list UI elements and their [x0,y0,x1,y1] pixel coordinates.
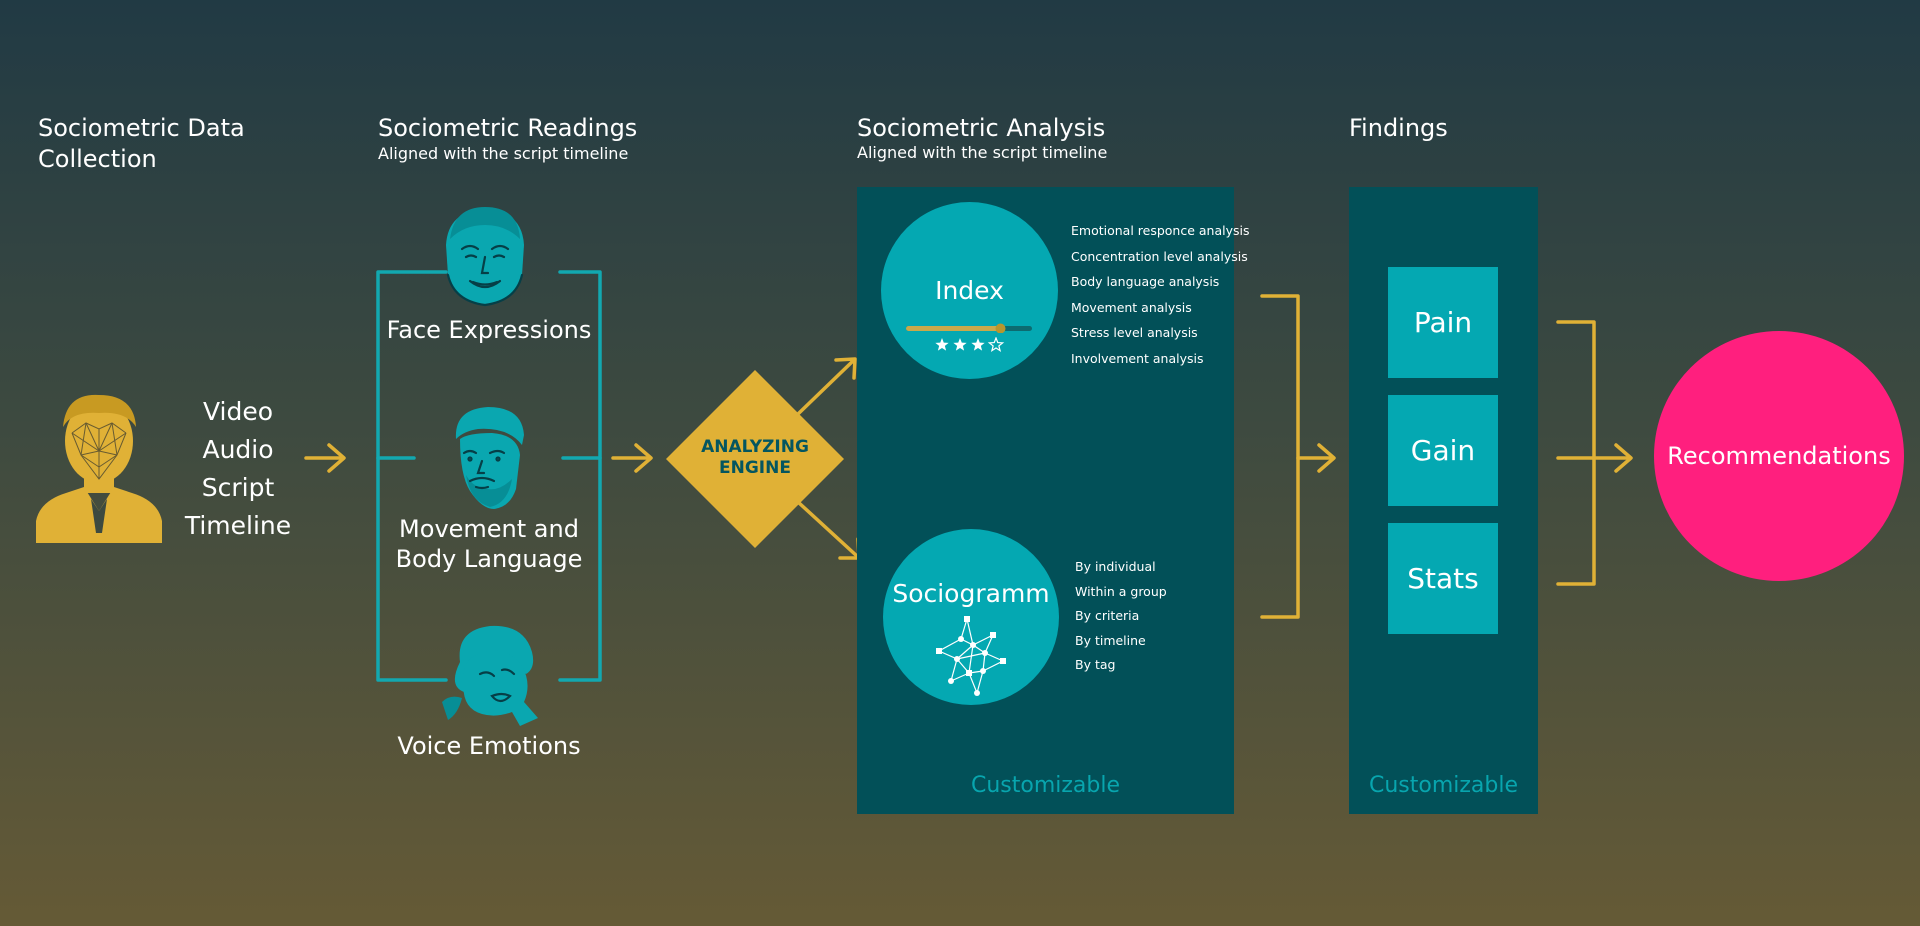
star-filled-icon [971,338,985,351]
person-face-mesh-icon [36,393,162,543]
sociogramm-list: By individual Within a group By criteria… [1075,559,1167,682]
index-list-item: Movement analysis [1071,299,1192,315]
title-line: Sociometric Data [38,114,245,142]
arrow-to-engine [611,443,653,473]
media-item-video: Video [202,397,274,426]
arrow-to-readings [304,443,346,473]
findings-customizable-label: Customizable [1368,773,1519,798]
findings-title: Findings [1349,114,1448,142]
index-title: Index [935,276,1004,305]
star-filled-icon [935,338,949,351]
recommendations-label: Recommendations [1667,442,1891,470]
analyzing-engine: ANALYZING ENGINE [666,370,844,548]
reading-line: Face Expressions [386,316,592,344]
index-list-item: Body language analysis [1071,274,1220,289]
reading-line: Body Language [395,545,583,573]
sociogramm-list-item: By individual [1075,559,1156,574]
reading-line: Movement and [399,515,579,543]
analysis-customizable-label: Customizable [970,773,1121,798]
analysis-panel: Index Emotional responce analysis Concen… [857,187,1250,814]
sociogramm-list-item: Within a group [1075,583,1167,599]
reading-label-face: Face Expressions [359,315,619,345]
sociogramm-title: Sociogramm [892,579,1050,608]
sociogramm-list-item: By tag [1075,657,1116,672]
media-item-script: Script [201,473,275,502]
finding-pain: Pain [1388,267,1498,378]
recommendations-circle: Recommendations [1654,331,1904,581]
data-collection-title: Sociometric Data Collection [38,113,245,175]
media-list: Video Audio Script Timeline [180,393,296,545]
smiling-face-icon [440,205,530,309]
reading-label-voice: Voice Emotions [359,731,619,761]
findings-panel: Pain Gain Stats Customizable [1349,187,1538,814]
engine-line: ENGINE [719,458,791,478]
bearded-head-icon [448,405,528,511]
index-analysis-list: Emotional responce analysis Concentratio… [1071,223,1250,376]
index-circle: Index [881,202,1058,379]
findings-bracket [1556,320,1633,586]
reading-label-movement: Movement and Body Language [359,514,619,574]
engine-line: ANALYZING [701,437,809,457]
finding-stats: Stats [1388,523,1498,634]
star-rating [934,336,1006,353]
analysis-bracket [1260,294,1336,619]
sociogramm-circle: Sociogramm [883,529,1059,705]
star-empty-icon [987,336,1005,353]
index-list-item: Emotional responce analysis [1071,223,1250,238]
network-graph-icon [933,615,1009,699]
title-line: Collection [38,145,157,173]
analysis-subtitle: Aligned with the script timeline [857,143,1108,162]
star-filled-icon [953,338,967,351]
index-slider [906,318,1032,334]
reading-line: Voice Emotions [397,732,581,760]
readings-title: Sociometric Readings [378,114,638,142]
index-list-item: Concentration level analysis [1071,248,1248,264]
media-item-audio: Audio [202,435,274,464]
sociogramm-list-item: By criteria [1075,608,1140,623]
singing-woman-icon [440,622,552,726]
readings-bracket [376,270,602,682]
readings-subtitle: Aligned with the script timeline [378,144,629,163]
analysis-title: Sociometric Analysis [857,114,1106,142]
index-list-item: Stress level analysis [1071,325,1198,340]
index-list-item: Involvement analysis [1071,350,1204,366]
media-item-timeline: Timeline [184,511,292,540]
sociogramm-list-item: By timeline [1075,632,1146,648]
finding-gain: Gain [1388,395,1498,506]
